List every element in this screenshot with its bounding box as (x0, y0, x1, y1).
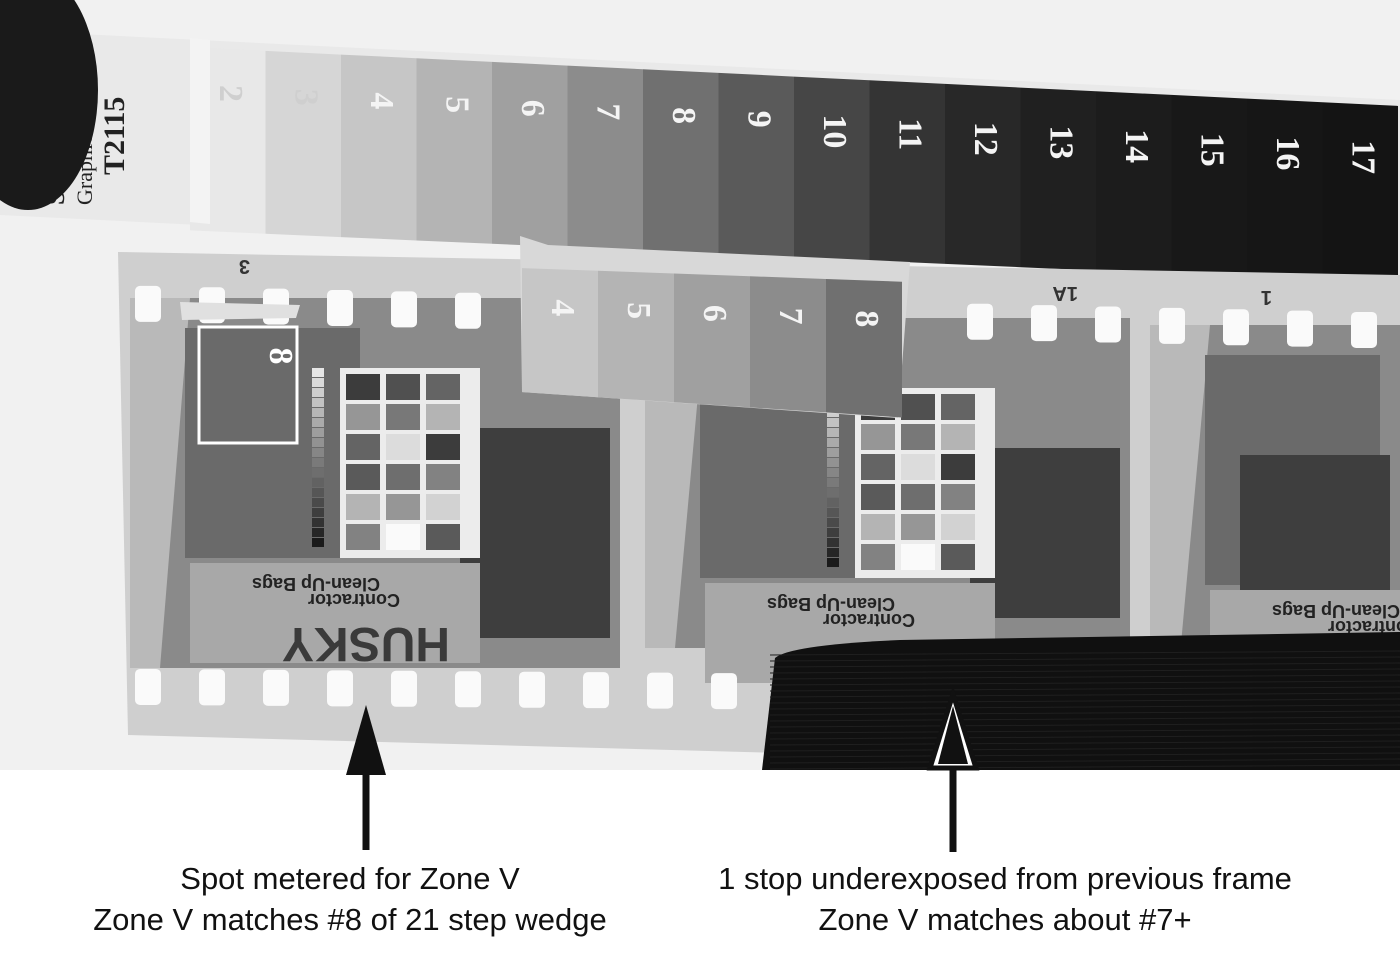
wedge-step-number: 4 (363, 92, 400, 109)
overlay-step-number: 6 (696, 305, 733, 322)
black-cloth (762, 632, 1400, 770)
wedge-step (1322, 102, 1398, 284)
sprocket-hole (967, 303, 993, 340)
overlay-step-wedge: 4 5 6 7 8 (520, 236, 910, 418)
box-label-text: Clean-Up Bags (767, 594, 895, 614)
frame-number: 1A (1052, 282, 1078, 304)
overlay-wedge-step (674, 273, 750, 408)
right-caption-line-1: 1 stop underexposed from previous frame (718, 861, 1292, 896)
wedge-step (1171, 94, 1247, 278)
wedge-step-number: 14 (1118, 129, 1155, 163)
wedge-step-number: 11 (891, 118, 928, 150)
wedge-step-number: 16 (1269, 136, 1306, 170)
sprocket-hole (583, 672, 609, 709)
sprocket-hole (1351, 311, 1377, 348)
wedge-step (416, 58, 492, 244)
wedge-step-number: 6 (514, 100, 551, 117)
overlay-wedge-step (750, 276, 826, 413)
right-caption: 1 stop underexposed from previous frame … (680, 858, 1330, 940)
wedge-step (794, 76, 870, 261)
wedge-step (567, 65, 643, 251)
wedge-step-number: 10 (816, 114, 853, 148)
wedge-step (869, 80, 945, 264)
sprocket-hole (391, 670, 417, 707)
wedge-step-number: 7 (589, 103, 626, 120)
wedge-step-number: 17 (1344, 140, 1381, 174)
frame-number: 3 (239, 255, 250, 277)
wedge-step (341, 54, 417, 241)
dark-object (0, 0, 98, 210)
wedge-step-number: 5 (438, 96, 475, 113)
sprocket-hole (327, 290, 353, 327)
sprocket-hole (327, 670, 353, 707)
sprocket-hole (711, 673, 737, 710)
sprocket-hole (1223, 309, 1249, 346)
sprocket-hole (1287, 310, 1313, 347)
overlay-step-number: 4 (544, 299, 581, 316)
wedge-step (718, 72, 794, 258)
sprocket-hole (455, 671, 481, 708)
box-label-text: Clean-Up Bags (252, 574, 380, 594)
right-caption-line-2: Zone V matches about #7+ (818, 902, 1192, 937)
wedge-step-number: 12 (967, 122, 1004, 156)
spot-marker-number: 8 (262, 348, 299, 365)
overlay-wedge-step (826, 278, 902, 418)
color-checker (312, 368, 480, 558)
wedge-step (1020, 87, 1096, 271)
left-caption-line-2: Zone V matches #8 of 21 step wedge (93, 902, 607, 937)
wedge-step (492, 61, 568, 248)
sprocket-hole (391, 291, 417, 328)
wedge-step (643, 69, 719, 254)
wedge-step (1096, 91, 1172, 274)
box-brand-text: HUSKY (282, 617, 450, 670)
sprocket-hole (199, 669, 225, 706)
wedge-step-number: 3 (287, 89, 324, 106)
overlay-step-number: 5 (620, 302, 657, 319)
sprocket-hole (519, 671, 545, 708)
overlay-step-number: 8 (848, 310, 885, 327)
left-caption: Spot metered for Zone V Zone V matches #… (40, 858, 660, 940)
sprocket-hole (135, 285, 161, 322)
left-caption-line-1: Spot metered for Zone V (180, 861, 520, 896)
wedge-step (1247, 98, 1323, 281)
wedge-step (265, 50, 341, 238)
box-label-text: Contractor (1328, 617, 1400, 637)
wedge-step-number: 8 (665, 107, 702, 124)
wedge-step-number: 9 (740, 111, 777, 128)
sprocket-hole (1031, 305, 1057, 342)
sprocket-hole (455, 292, 481, 329)
sprocket-hole (647, 672, 673, 709)
sprocket-hole (263, 669, 289, 706)
frame-number: 1 (1261, 286, 1272, 308)
overlay-step-number: 7 (772, 308, 809, 325)
wedge-step-number: 15 (1193, 133, 1230, 167)
wedge-step (945, 83, 1021, 268)
overlay-wedge-step (522, 268, 598, 398)
wedge-step-number: 13 (1042, 125, 1079, 159)
sprocket-hole (1095, 306, 1121, 343)
wedge-step-number: 2 (212, 85, 249, 102)
box-label-text: Contractor (823, 610, 915, 630)
sprocket-hole (1159, 307, 1185, 344)
box-label-text: Contractor (308, 590, 400, 610)
overlay-wedge-step (598, 270, 674, 403)
spot-marker: 8 (180, 302, 300, 445)
wedge-model-label: T2115 (98, 97, 131, 175)
color-checker (827, 388, 995, 578)
box-label-text: Clean-Up Bags (1272, 601, 1400, 621)
sprocket-hole (135, 668, 161, 705)
